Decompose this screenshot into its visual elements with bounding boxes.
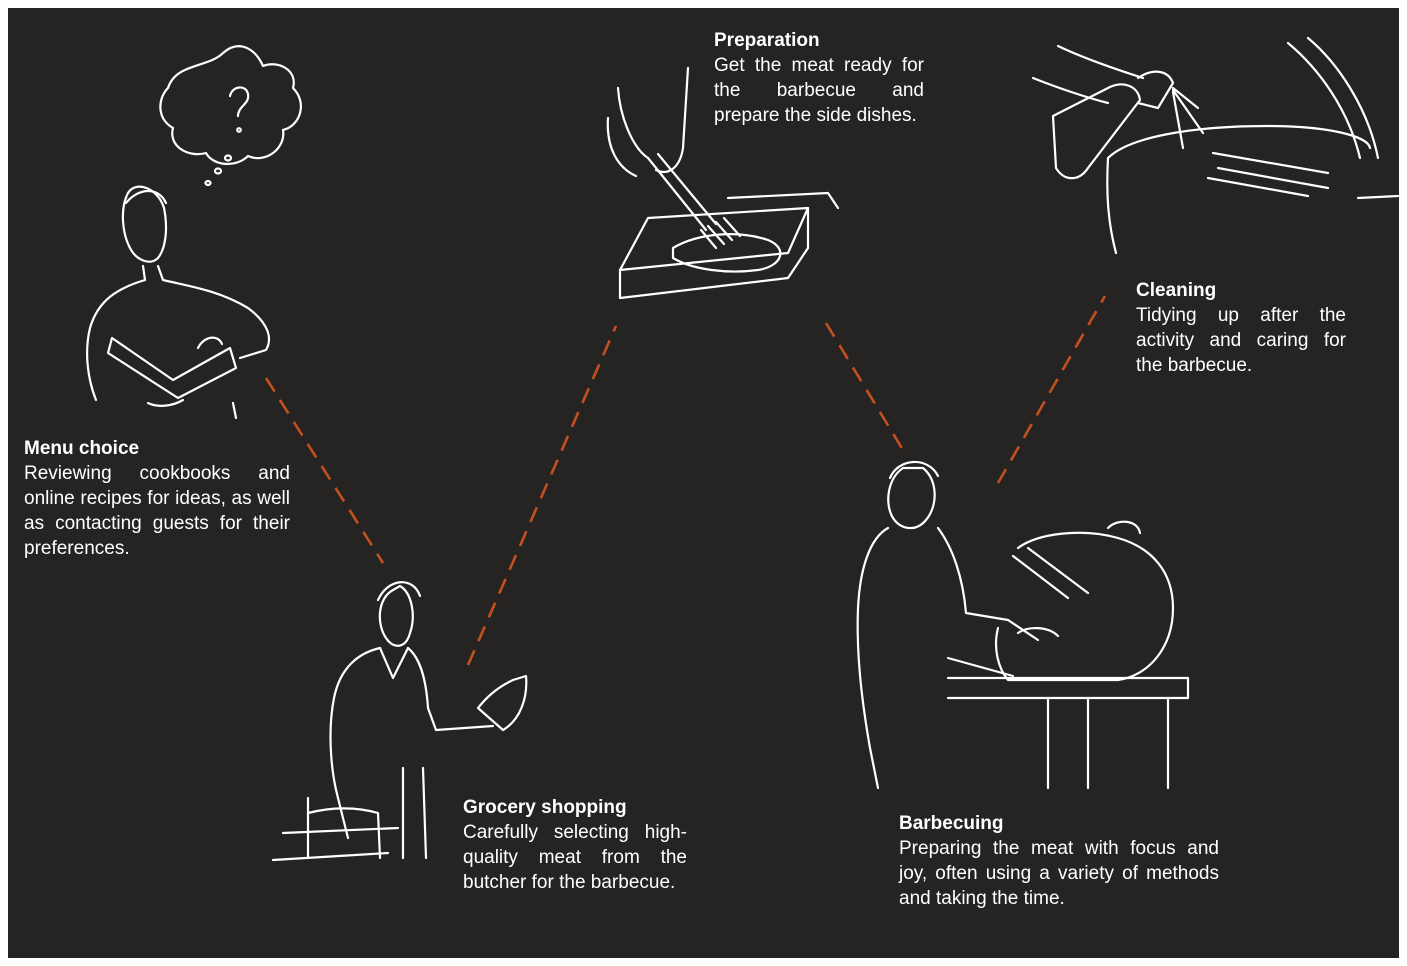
step-description: Preparing the meat with focus and joy, o… [899, 836, 1219, 911]
step-title: Menu choice [24, 436, 290, 461]
step-menu-choice: Menu choice Reviewing cookbooks and onli… [24, 436, 290, 561]
step-grocery-shopping: Grocery shopping Carefully selecting hig… [463, 795, 687, 895]
step-title: Barbecuing [899, 811, 1219, 836]
person-reading-book-icon [87, 46, 301, 418]
step-description: Get the meat ready for the barbecue and … [714, 53, 924, 128]
connector-barbecuing-to-cleaning [998, 296, 1105, 483]
step-preparation: Preparation Get the meat ready for the b… [714, 28, 924, 128]
step-barbecuing: Barbecuing Preparing the meat with focus… [899, 811, 1219, 911]
step-cleaning: Cleaning Tidying up after the activity a… [1136, 278, 1346, 378]
step-title: Preparation [714, 28, 924, 53]
step-description: Tidying up after the activity and caring… [1136, 303, 1346, 378]
connector-preparation-to-barbecuing [826, 323, 903, 450]
connector-grocery-to-preparation [468, 326, 616, 665]
step-title: Grocery shopping [463, 795, 687, 820]
journey-diagram: Menu choice Reviewing cookbooks and onli… [8, 8, 1399, 958]
step-title: Cleaning [1136, 278, 1346, 303]
step-description: Reviewing cookbooks and online recipes f… [24, 461, 290, 561]
person-grilling-icon [858, 462, 1188, 788]
step-description: Carefully selecting high-quality meat fr… [463, 820, 687, 895]
spray-bottle-icon [1033, 38, 1398, 253]
connectors [266, 296, 1105, 665]
